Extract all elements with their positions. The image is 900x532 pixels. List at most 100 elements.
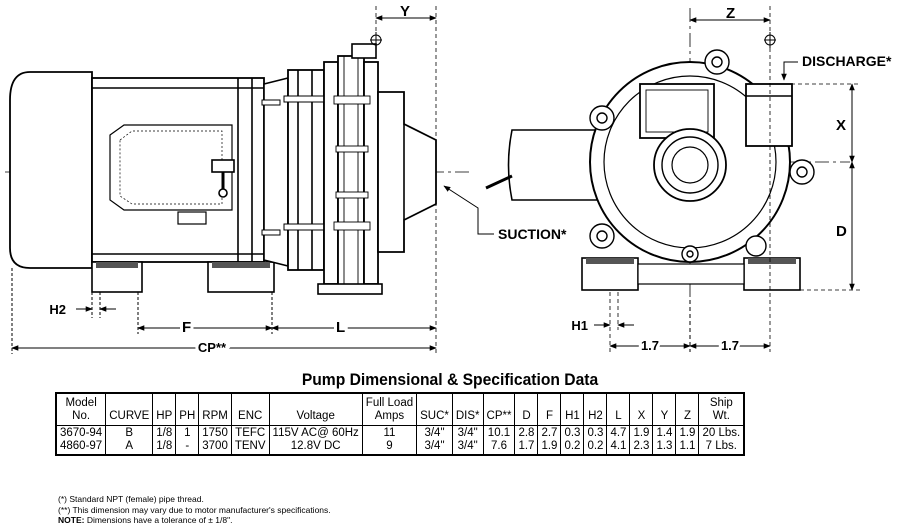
header-text: DIS*: [455, 409, 480, 422]
header-text: Wt.: [712, 409, 730, 422]
cell-value: 7 Lbs.: [705, 439, 737, 452]
front-view: [485, 6, 860, 352]
label-h2: H2: [49, 302, 66, 317]
motor-body: [91, 77, 265, 263]
cell-value: 3/4": [424, 426, 445, 439]
table-header-cell: RPM: [198, 392, 232, 426]
cell-value: 1750: [202, 426, 228, 439]
cell-value: 0.3: [587, 426, 604, 439]
cell-value: 7.6: [491, 439, 507, 452]
cell-value: 3/4": [457, 426, 478, 439]
header-text: Amps: [374, 409, 405, 422]
header-text: X: [637, 409, 646, 422]
cell-value: B: [125, 426, 134, 439]
table-header-cell: X: [629, 392, 654, 426]
footnotes: (*) Standard NPT (female) pipe thread. (…: [58, 494, 331, 526]
table-header-cell: PH: [175, 392, 200, 426]
motor-adapter: [263, 76, 289, 268]
header-text: Y: [660, 409, 669, 422]
casing-label-plate: [639, 83, 715, 139]
cell-value: TENV: [234, 439, 266, 452]
footnote-thread: (*) Standard NPT (female) pipe thread.: [58, 494, 204, 504]
label-f: F: [182, 319, 191, 336]
cell-value: 10.1: [487, 426, 511, 439]
cell-value: 3/4": [457, 439, 478, 452]
label-discharge: DISCHARGE*: [802, 53, 892, 69]
pump-foot: [317, 283, 383, 295]
table-header-cell: CURVE: [105, 392, 154, 426]
header-text: SUC*: [420, 409, 449, 422]
table-cell: 1-: [175, 424, 200, 455]
cell-value: -: [185, 439, 190, 452]
header-text: Z: [683, 409, 691, 422]
cell-value: 1: [184, 426, 191, 439]
header-text: Full Load: [365, 396, 414, 409]
cell-value: 0.2: [564, 439, 581, 452]
cell-value: 4.7: [610, 426, 627, 439]
cell-value: 1.1: [679, 439, 696, 452]
nameplate: [109, 124, 233, 211]
label-h1: H1: [571, 318, 588, 333]
cell-value: 1.3: [656, 439, 673, 452]
cell-value: 1.7: [518, 439, 535, 452]
cell-value: 20 Lbs.: [702, 426, 741, 439]
cell-value: 2.7: [541, 426, 558, 439]
cell-value: TEFC: [235, 426, 266, 439]
label-dim-left: 1.7: [641, 338, 659, 353]
cell-value: 9: [386, 439, 393, 452]
table-header-cell: SUC*: [416, 392, 453, 426]
header-text: H1: [565, 409, 580, 422]
table-header-cell: Voltage: [268, 392, 363, 426]
table-header-cell: H1: [560, 392, 585, 426]
label-d: D: [836, 223, 847, 240]
table-cell: 20 Lbs.7 Lbs.: [698, 424, 745, 455]
cell-value: A: [125, 439, 134, 452]
pump-casing-flange: [323, 61, 339, 285]
header-text: RPM: [202, 409, 228, 422]
cell-value: 1/8: [156, 439, 173, 452]
motor-end-cap: [9, 71, 93, 269]
motor-housing-rear: [507, 129, 599, 201]
table-header-cell: H2: [583, 392, 608, 426]
label-cp: CP**: [198, 340, 227, 355]
table-cell: 3/4"3/4": [416, 424, 453, 455]
discharge-port: [745, 83, 793, 147]
header-text: F: [545, 409, 553, 422]
toggle-switch-icon: [211, 159, 235, 198]
cell-value: 3/4": [424, 439, 445, 452]
pump-bracket: [287, 69, 325, 271]
header-text: CURVE: [109, 409, 150, 422]
cell-value: 0.3: [564, 426, 581, 439]
discharge-port-side: [351, 43, 377, 59]
cell-value: 2.8: [518, 426, 535, 439]
table-header-cell: HP: [152, 392, 177, 426]
cell-value: 1.4: [656, 426, 673, 439]
note-text: Dimensions have a tolerance of ± 1/8".: [84, 515, 233, 525]
pump-drawing: Y H2 F L CP** SUCTION*: [5, 3, 893, 355]
cell-value: 1.9: [633, 426, 650, 439]
note-label: NOTE:: [58, 515, 85, 525]
header-text: HP: [156, 409, 173, 422]
header-text: H2: [588, 409, 603, 422]
table-cell: 3/4"3/4": [451, 424, 484, 455]
table-header-cell: Z: [675, 392, 700, 426]
table-header-cell: ENC: [230, 392, 270, 426]
cell-value: 11: [383, 426, 396, 439]
label-z: Z: [726, 5, 735, 22]
